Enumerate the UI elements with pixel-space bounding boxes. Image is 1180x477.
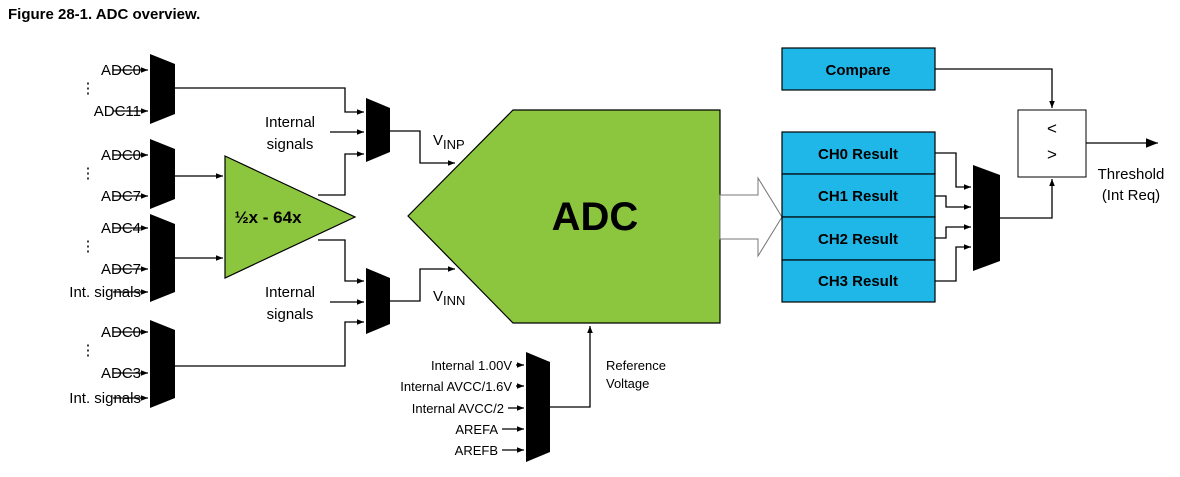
result-label-ch3: CH3 Result <box>818 273 898 290</box>
result-mux-icon <box>973 165 1000 271</box>
result-label-ch2: CH2 Result <box>818 231 898 248</box>
reference-input-label: Internal AVCC/2 <box>412 401 504 416</box>
result-box-ch3 <box>781 259 936 303</box>
vinp-mux-block: Internal signals VINP <box>175 87 465 196</box>
input-mux-2-icon <box>150 139 175 209</box>
result-box-ch0 <box>781 131 936 175</box>
internal-signals-label-bottom: signals <box>267 306 314 323</box>
result-box-ch2 <box>781 216 936 261</box>
input-label-int-signals: Int. signals <box>69 390 141 407</box>
reference-voltage-label: Reference <box>606 358 666 373</box>
input-mux-4-icon <box>150 320 175 408</box>
reference-mux-icon <box>526 352 550 462</box>
ellipsis-dots-icon: ⋮ <box>81 342 96 359</box>
compare-label: Compare <box>825 62 890 79</box>
compare-block: Compare <box>781 47 1055 108</box>
ellipsis-dots-icon: ⋮ <box>81 80 96 97</box>
greater-than-icon: > <box>1047 145 1057 164</box>
reference-input-label: AREFA <box>455 422 498 437</box>
vinn-mux-icon <box>366 268 390 334</box>
vinn-mux-block: Internal signals VINN <box>175 239 465 367</box>
gain-label: ½x - 64x <box>234 208 302 227</box>
reference-voltage-label: Voltage <box>606 376 649 391</box>
threshold-label: (Int Req) <box>1102 187 1160 204</box>
input-mux-1-icon <box>150 54 175 124</box>
comparator: < > Threshold (Int Req) <box>1017 109 1165 204</box>
gain-amplifier: ½x - 64x <box>175 155 357 279</box>
reference-input-label: Internal 1.00V <box>431 358 512 373</box>
reference-input-label: AREFB <box>455 443 498 458</box>
result-mux-block <box>935 152 1055 282</box>
threshold-label: Threshold <box>1098 166 1165 183</box>
result-box-ch1 <box>781 173 936 218</box>
vinp-mux-icon <box>366 98 390 162</box>
input-group-2: ADC0 ⋮ ADC7 <box>81 139 175 209</box>
result-label-ch0: CH0 Result <box>818 146 898 163</box>
adc-label: ADC <box>552 195 639 239</box>
input-group-3: ADC4 ⋮ ADC7 Int. signals <box>69 214 175 302</box>
adc-core: ADC <box>407 109 721 324</box>
internal-signals-label-bottom: Internal <box>265 284 315 301</box>
data-flow-arrow-icon <box>719 176 783 258</box>
adc-block <box>407 109 721 324</box>
input-mux-3-icon <box>150 214 175 302</box>
figure-title: Figure 28-1. ADC overview. <box>8 6 201 23</box>
ellipsis-dots-icon: ⋮ <box>81 238 96 255</box>
reference-block: Internal 1.00V Internal AVCC/1.6V Intern… <box>400 326 666 462</box>
internal-signals-label-top: Internal <box>265 114 315 131</box>
gain-triangle <box>224 155 357 279</box>
ellipsis-dots-icon: ⋮ <box>81 165 96 182</box>
vinn-label: VINN <box>433 288 465 308</box>
result-registers: CH0 Result CH1 Result CH2 Result CH3 Res… <box>781 131 936 303</box>
input-group-4: ADC0 ⋮ ADC3 Int. signals <box>69 320 175 408</box>
vinp-label: VINP <box>433 132 465 152</box>
reference-input-label: Internal AVCC/1.6V <box>400 379 512 394</box>
input-label-int-signals: Int. signals <box>69 284 141 301</box>
result-label-ch1: CH1 Result <box>818 188 898 205</box>
internal-signals-label-top: signals <box>267 136 314 153</box>
input-group-1: ADC0 ⋮ ADC11 <box>81 54 175 124</box>
less-than-icon: < <box>1047 119 1057 138</box>
